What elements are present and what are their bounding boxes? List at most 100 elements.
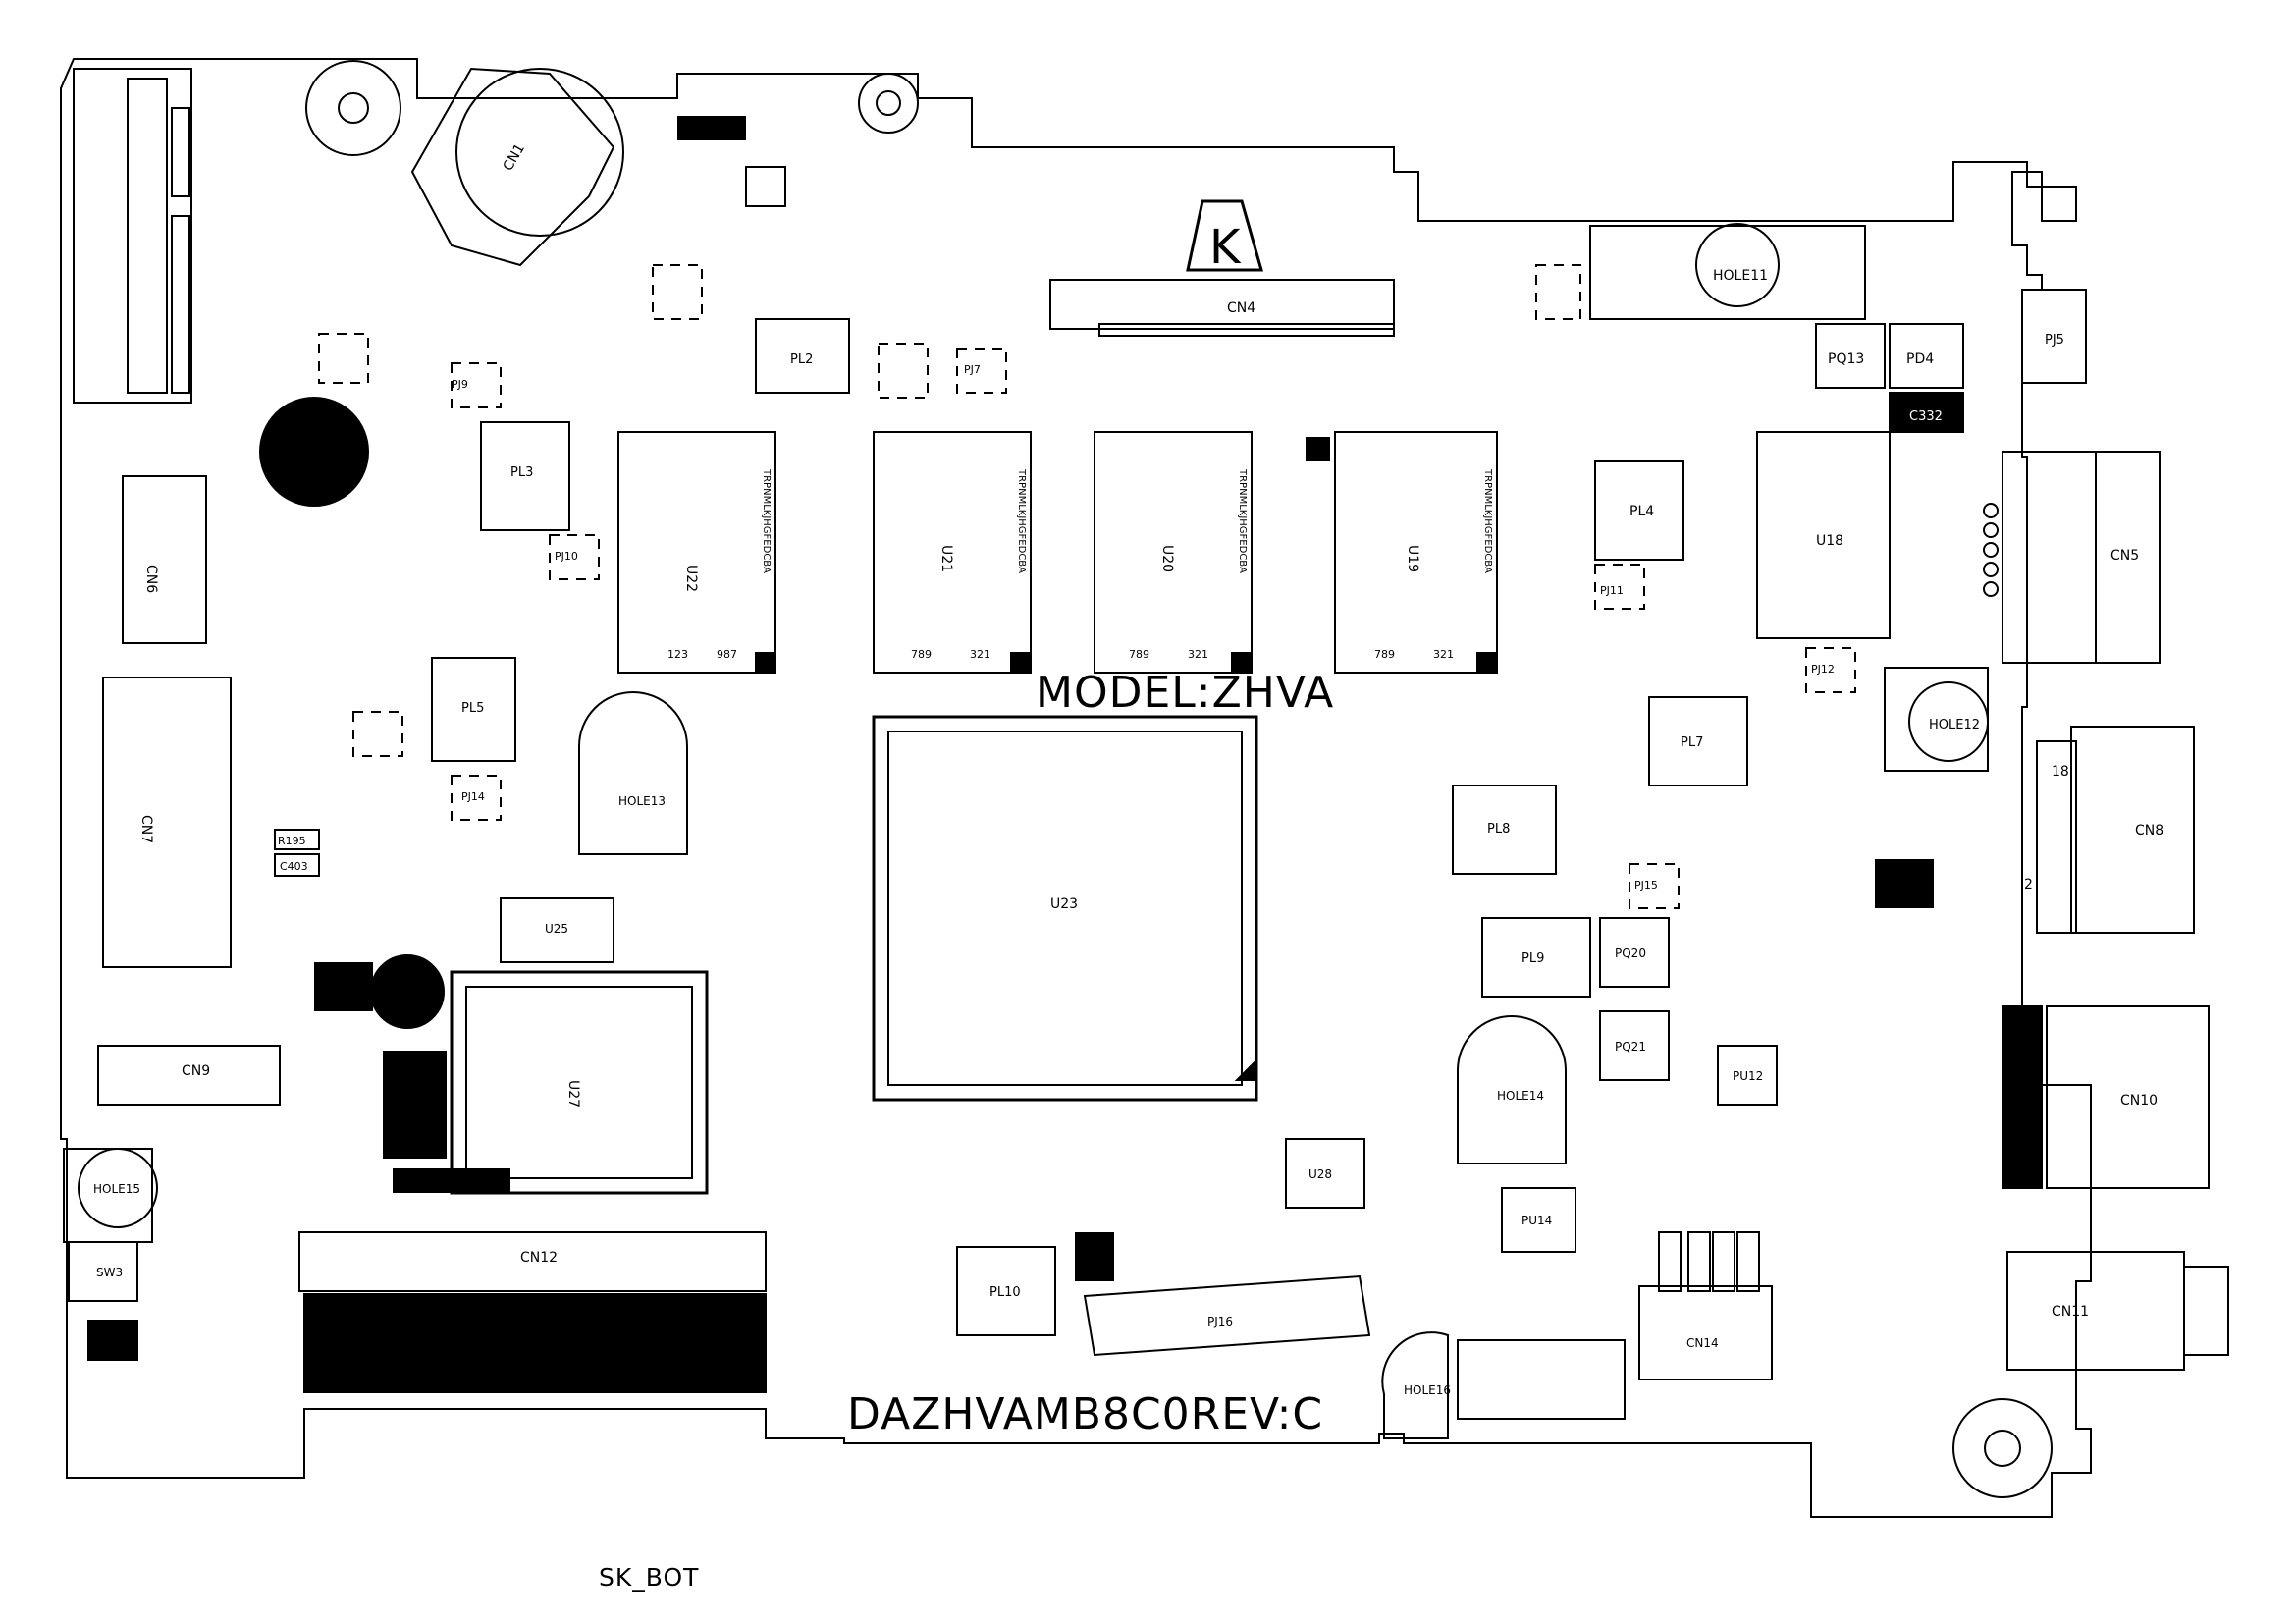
hole-14 <box>1457 1015 1567 1164</box>
inductor-pl5 <box>431 657 516 762</box>
connector-cn9 <box>97 1045 281 1106</box>
cn1-label: CN1 <box>501 141 528 174</box>
cn5-label: CN5 <box>2110 548 2139 564</box>
pj15-label: PJ15 <box>1634 879 1658 892</box>
cn12-label: CN11 <box>2052 1304 2089 1320</box>
pd4 <box>1889 323 1964 389</box>
board-side-label: SK_BOT <box>599 1563 700 1592</box>
connector-cn4: CN4 <box>1049 279 1395 337</box>
cn6-label: CN6 <box>143 565 159 593</box>
ram-u21: U21 789 321 TRPNMLKJHGFEDCBA <box>873 431 1032 674</box>
chip-u27: U27 <box>450 970 709 1195</box>
mount-hole-top-left <box>305 60 401 156</box>
chip-u28 <box>1285 1138 1365 1209</box>
u22-rows: TRPNMLKJHGFEDCBA <box>761 468 772 573</box>
hole11-label: HOLE11 <box>1713 268 1768 284</box>
capacitor-c403 <box>274 853 320 877</box>
pu14-label: PU14 <box>1522 1214 1552 1227</box>
pd4-label: PD4 <box>1906 352 1934 367</box>
u25-label: U25 <box>545 922 568 936</box>
inductor-pl2 <box>755 318 850 394</box>
c332 <box>1889 392 1964 433</box>
model-label: MODEL:ZHVA <box>1036 668 1335 718</box>
connector-cn11: CN12 <box>298 1231 767 1393</box>
u22-pin-left: 123 <box>667 648 688 661</box>
connector-pj16 <box>1083 1274 1371 1357</box>
hole14-label: HOLE14 <box>1497 1089 1544 1103</box>
inductor-pl8 <box>1452 785 1557 875</box>
u28-label: U28 <box>1308 1167 1332 1181</box>
resistor-array <box>1658 1231 1760 1292</box>
cn8-pin-top: 18 <box>2052 764 2069 780</box>
inductor-pl7 <box>1648 696 1748 786</box>
pq20-label: PQ20 <box>1615 947 1646 960</box>
cn8-label: CN8 <box>2135 823 2163 839</box>
u21-pin-left: 789 <box>911 648 932 661</box>
u21-rows: TRPNMLKJHGFEDCBA <box>1016 468 1027 573</box>
inductor-pl9 <box>1481 917 1591 998</box>
u21-label: U21 <box>938 545 954 572</box>
cn10-label: CN10 <box>2120 1093 2158 1109</box>
u18-label: U18 <box>1816 533 1843 549</box>
cn7-label: CN7 <box>138 815 154 843</box>
cn11-label: CN12 <box>520 1250 558 1266</box>
u27-label: U27 <box>565 1080 581 1108</box>
chip-u18: U18 <box>1756 431 1891 639</box>
soc-u23: U23 <box>872 715 1258 1102</box>
hole-11: HOLE11 <box>1589 223 1866 320</box>
inductor-pl3 <box>480 421 570 531</box>
logo-letter: K <box>1209 220 1242 275</box>
pj16-label: PJ16 <box>1207 1315 1233 1328</box>
u20-rows: TRPNMLKJHGFEDCBA <box>1237 468 1248 573</box>
cn4-label: CN4 <box>1227 300 1255 316</box>
r195-label: R195 <box>278 835 306 847</box>
hole-13 <box>578 691 688 855</box>
c332-label: C332 <box>1909 409 1943 424</box>
u20-pin-right: 321 <box>1188 648 1208 661</box>
pl5-label: PL5 <box>461 701 484 716</box>
pl10-label: PL10 <box>989 1285 1021 1300</box>
u20-label: U20 <box>1159 545 1175 572</box>
pl9-label: PL9 <box>1522 951 1544 966</box>
ram-u20: U20 789 321 TRPNMLKJHGFEDCBA <box>1094 431 1253 674</box>
hole15-label: HOLE15 <box>93 1182 140 1196</box>
pq21-label: PQ21 <box>1615 1040 1646 1054</box>
pj11-label: PJ11 <box>1600 584 1624 597</box>
connector-cn8: CN8 18 2 <box>2024 726 2195 934</box>
connector-cn12: CN11 <box>2006 1251 2229 1371</box>
pj9-label: PJ9 <box>452 378 468 391</box>
pj14-label: PJ14 <box>461 790 485 803</box>
pq20 <box>1599 917 1670 988</box>
pl8-label: PL8 <box>1487 822 1510 837</box>
mount-hole-top-middle <box>858 73 919 134</box>
pl4-label: PL4 <box>1629 504 1654 519</box>
cn14-label: CN14 <box>1686 1336 1719 1350</box>
cn8-pin-bottom: 2 <box>2024 877 2033 893</box>
connector-cn6 <box>122 475 207 644</box>
board-outline <box>60 58 2092 1518</box>
resistor-r195 <box>274 829 320 850</box>
pj12-label: PJ12 <box>1811 663 1835 676</box>
pl2-label: PL2 <box>790 352 813 367</box>
test-pad-medium <box>370 954 445 1029</box>
u22-label: U22 <box>683 565 699 592</box>
connector-cn10: CN10 <box>2002 1005 2210 1189</box>
u23-label: U23 <box>1050 896 1078 912</box>
pj7-label: PJ7 <box>964 363 981 376</box>
revision-label: DAZHVAMB8C0REV:C <box>847 1389 1324 1439</box>
chip-pu14 <box>1501 1187 1576 1253</box>
test-pad-large <box>259 397 369 507</box>
small-components <box>314 116 1934 1281</box>
pj5-label: PJ5 <box>2045 333 2064 348</box>
mount-hole-bottom-right <box>1952 1398 2053 1498</box>
chip-pu12 <box>1717 1045 1778 1106</box>
connector-cn3 <box>73 68 192 404</box>
sw3-label: SW3 <box>96 1266 123 1279</box>
pq13 <box>1815 323 1886 389</box>
pl7-label: PL7 <box>1681 735 1703 750</box>
black-pad-left <box>87 1320 138 1361</box>
connector-cn7 <box>102 677 232 968</box>
hole12-label: HOLE12 <box>1929 718 1980 732</box>
hole-15 <box>63 1148 153 1243</box>
